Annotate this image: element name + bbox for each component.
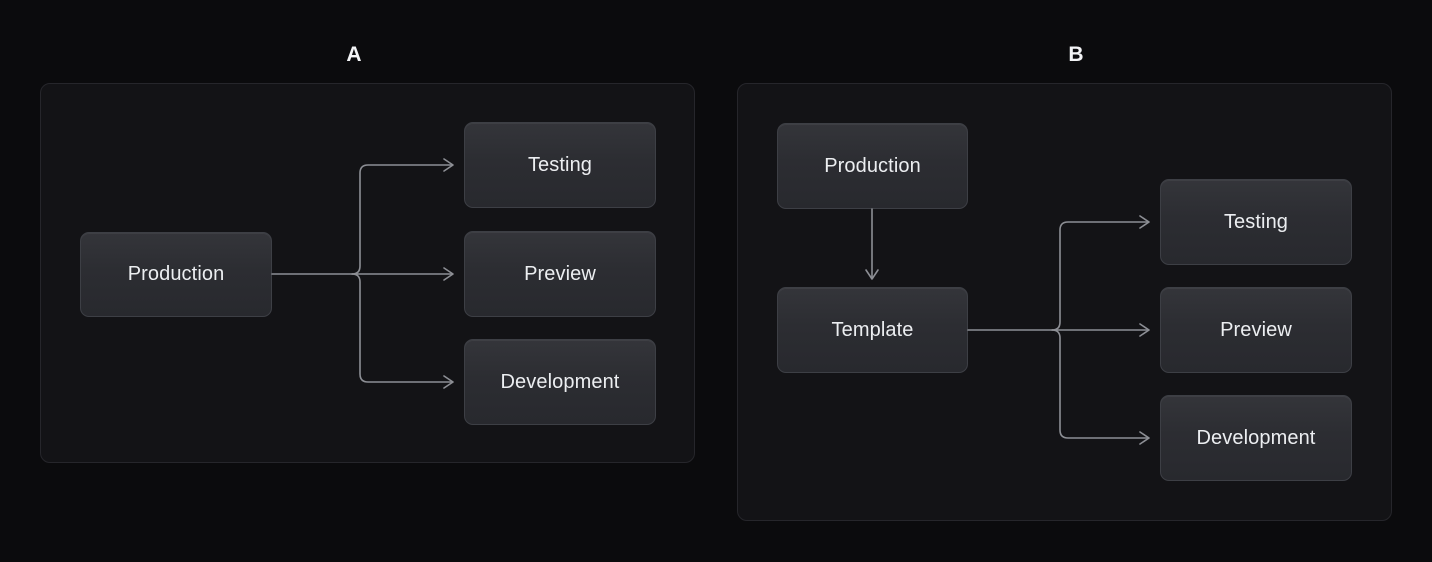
node-label: Template bbox=[831, 318, 914, 341]
node-label: Development bbox=[500, 370, 620, 393]
node-b-template[interactable]: Template bbox=[777, 287, 968, 373]
node-label: Production bbox=[127, 263, 225, 285]
node-a-production[interactable]: Production bbox=[80, 232, 272, 317]
node-label: Testing bbox=[527, 153, 593, 176]
node-a-preview[interactable]: Preview bbox=[464, 231, 656, 317]
node-b-development[interactable]: Development bbox=[1160, 395, 1352, 481]
node-label: Preview bbox=[524, 262, 596, 285]
node-label: Development bbox=[1196, 426, 1316, 449]
node-b-production[interactable]: Production bbox=[777, 123, 968, 209]
panel-title-b: B bbox=[1068, 43, 1084, 66]
node-b-preview[interactable]: Preview bbox=[1160, 287, 1352, 373]
node-label: Production bbox=[824, 154, 921, 177]
node-a-testing[interactable]: Testing bbox=[464, 122, 656, 208]
node-b-testing[interactable]: Testing bbox=[1160, 179, 1352, 265]
node-label: Testing bbox=[1223, 210, 1289, 233]
panel-title-a: A bbox=[346, 43, 362, 66]
node-a-development[interactable]: Development bbox=[464, 339, 656, 425]
node-label: Preview bbox=[1220, 318, 1292, 341]
